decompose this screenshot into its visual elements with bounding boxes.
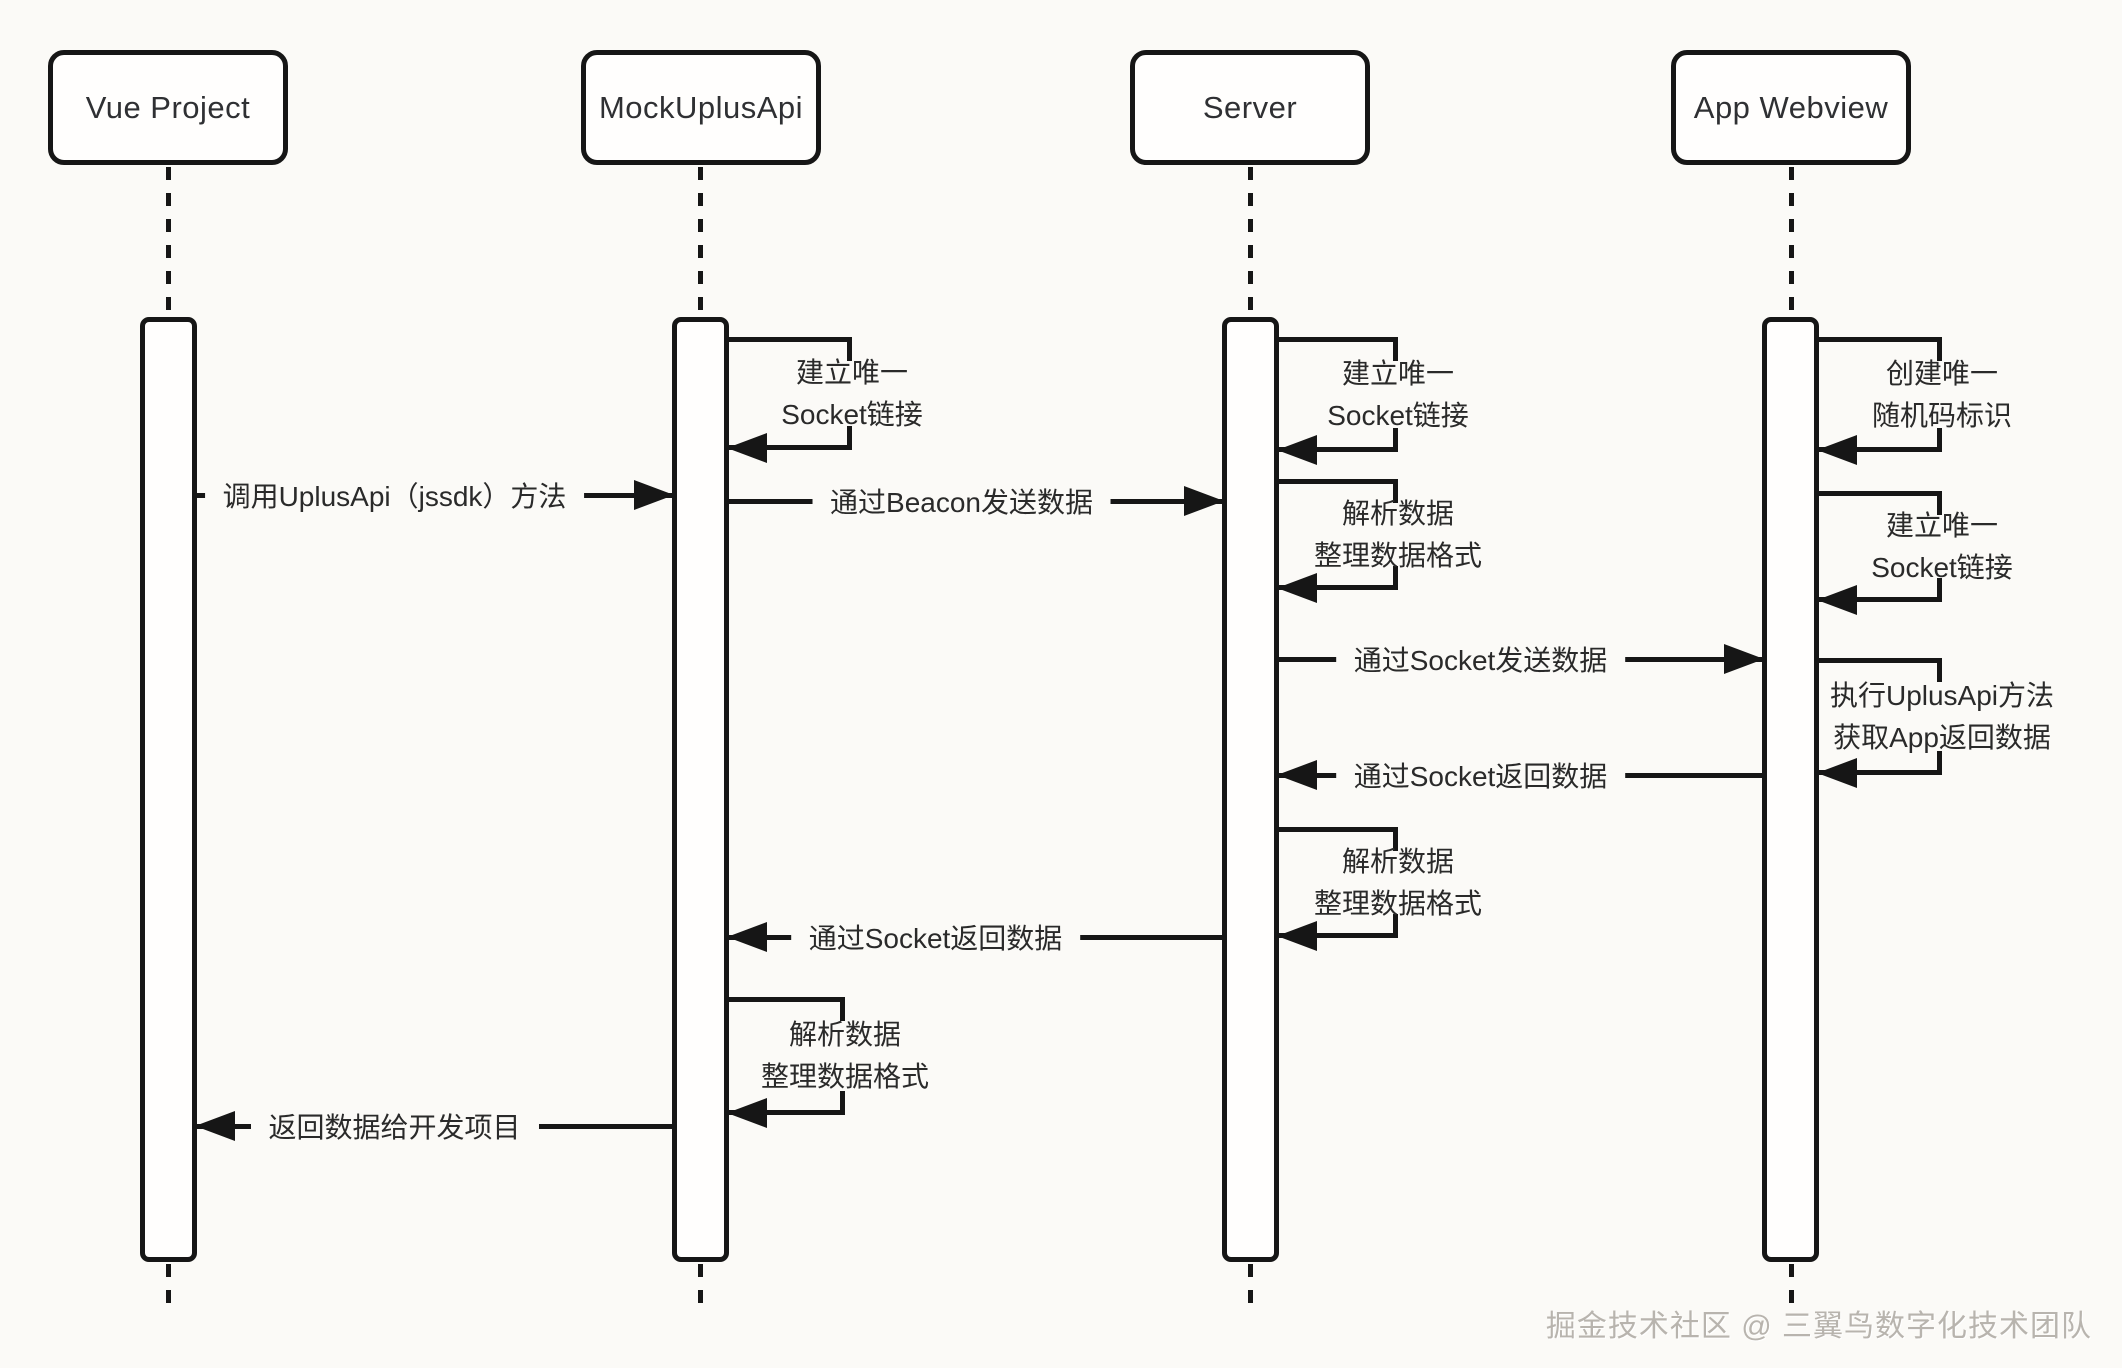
self-message-outline: [1279, 914, 1398, 938]
self-message-outline: [729, 337, 852, 361]
self-message-label: 建立唯一 Socket链接: [1327, 357, 1469, 431]
self-message-label: 解析数据 整理数据格式: [760, 1019, 930, 1092]
self-message-app-random-code: 创建唯一 随机码标识: [1817, 337, 2012, 465]
arrowhead-right-icon: [634, 480, 674, 510]
self-message-server-parse-2: 解析数据 整理数据格式: [1277, 827, 1482, 951]
self-message-outline: [1819, 428, 1942, 452]
arrowhead-left-icon: [727, 433, 767, 463]
self-message-label: 解析数据 整理数据格式: [1313, 497, 1483, 571]
message-label: 通过Socket返回数据: [1335, 755, 1626, 795]
self-message-label: 执行UplusApi方法 获取App返回数据: [1829, 679, 2055, 753]
activation-bar-app: [1762, 317, 1819, 1262]
self-message-outline: [729, 997, 845, 1021]
message-label: 通过Socket返回数据: [790, 917, 1081, 957]
self-message-label: 建立唯一 Socket链接: [781, 356, 923, 430]
arrowhead-left-icon: [727, 922, 767, 952]
arrowhead-left-icon: [1817, 585, 1857, 615]
lifeline-mock-top: [698, 167, 703, 317]
self-message-label: 解析数据 整理数据格式: [1313, 845, 1483, 919]
activation-bar-mock: [672, 317, 729, 1262]
arrowhead-left-icon: [1277, 760, 1317, 790]
message-label: 调用UplusApi（jssdk）方法: [204, 475, 585, 515]
self-message-outline: [1279, 337, 1398, 361]
self-message-server-parse-1: 解析数据 整理数据格式: [1277, 479, 1482, 603]
participant-label: Server: [1202, 89, 1298, 125]
participant-label: Vue Project: [85, 89, 251, 125]
self-message-app-create-socket: 建立唯一 Socket链接: [1817, 491, 2013, 615]
self-message-outline: [1819, 658, 1942, 682]
lifeline-vue-top: [166, 167, 171, 317]
participant-label: MockUplusApi: [598, 89, 804, 125]
message-label: 返回数据给开发项目: [250, 1106, 539, 1146]
lifeline-app-bottom: [1789, 1264, 1794, 1314]
arrowhead-left-icon: [1277, 921, 1317, 951]
lifeline-vue-bottom: [166, 1264, 171, 1314]
arrowhead-right-icon: [1724, 644, 1764, 674]
self-message-outline: [1819, 578, 1942, 602]
self-message-mock-create-socket: 建立唯一 Socket链接: [727, 337, 923, 463]
self-message-outline: [729, 426, 852, 450]
activation-bar-vue: [140, 317, 197, 1262]
arrowhead-left-icon: [1817, 758, 1857, 788]
participant-server: Server: [1130, 50, 1370, 165]
self-message-server-create-socket: 建立唯一 Socket链接: [1277, 337, 1469, 465]
arrowhead-left-icon: [195, 1111, 235, 1141]
arrowhead-left-icon: [727, 1098, 767, 1128]
self-message-outline: [1279, 566, 1398, 590]
lifeline-server-top: [1248, 167, 1253, 317]
arrowhead-left-icon: [1817, 435, 1857, 465]
arrowhead-left-icon: [1277, 435, 1317, 465]
watermark-text: 掘金技术社区 @ 三翼鸟数字化技术团队: [1545, 1310, 2092, 1343]
lifeline-mock-bottom: [698, 1264, 703, 1314]
lifeline-server-bottom: [1248, 1264, 1253, 1314]
self-message-outline: [1279, 827, 1398, 851]
self-message-mock-parse: 解析数据 整理数据格式: [727, 997, 929, 1128]
self-message-outline: [1279, 479, 1398, 503]
self-message-outline: [1819, 491, 1942, 515]
lifeline-app-top: [1789, 167, 1794, 317]
arrowhead-left-icon: [1277, 573, 1317, 603]
message-label: 通过Beacon发送数据: [812, 481, 1111, 521]
arrowhead-right-icon: [1184, 486, 1224, 516]
activation-bar-server: [1222, 317, 1279, 1262]
participant-app-webview: App Webview: [1671, 50, 1911, 165]
self-message-label: 创建唯一 随机码标识: [1871, 357, 2013, 431]
self-message-outline: [729, 1091, 845, 1115]
self-message-app-exec-uplusapi: 执行UplusApi方法 获取App返回数据: [1817, 658, 2054, 788]
self-message-outline: [1819, 337, 1942, 361]
self-message-outline: [1279, 428, 1398, 452]
participant-vue-project: Vue Project: [48, 50, 288, 165]
participant-mockuplusapi: MockUplusApi: [581, 50, 821, 165]
message-label: 通过Socket发送数据: [1335, 639, 1626, 679]
self-message-outline: [1819, 751, 1942, 775]
self-message-label: 建立唯一 Socket链接: [1871, 509, 2013, 583]
participant-label: App Webview: [1693, 89, 1889, 125]
